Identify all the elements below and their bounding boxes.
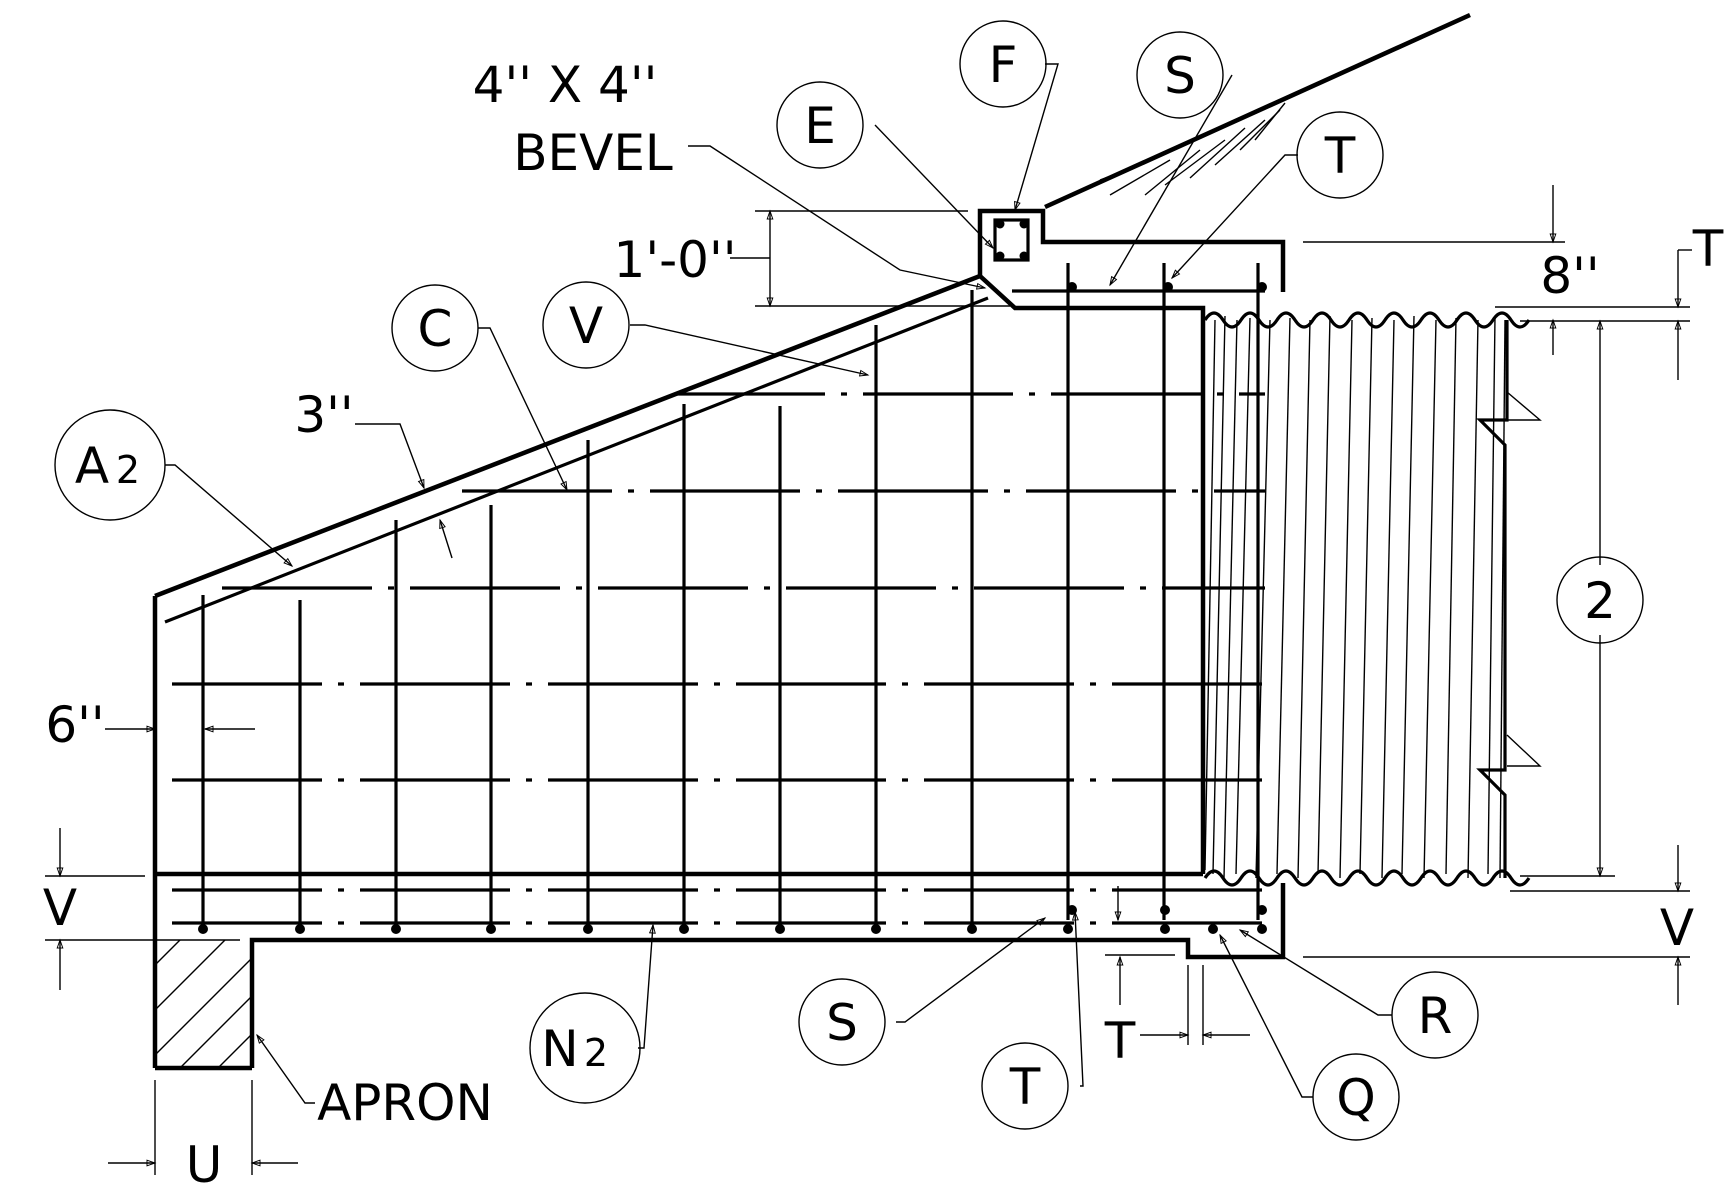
apron-label: APRON [317, 1074, 493, 1132]
corrugated-pipe [1203, 311, 1542, 887]
callout-r: R [1418, 987, 1453, 1045]
headwall-outline [152, 208, 1286, 1071]
callout-pipe-diameter: 2 [1584, 572, 1616, 630]
horizontal-rebars [172, 289, 1265, 925]
six-inch-dimension: 6'' [45, 696, 104, 754]
callout-v-top: V [569, 297, 603, 355]
t-lower-dimension: T [1104, 1012, 1136, 1070]
callout-circles [54, 20, 1644, 1141]
three-inch-dimension: 3'' [294, 386, 353, 444]
v-left-dimension: V [43, 879, 77, 937]
apron-hatch [154, 939, 253, 1069]
callout-f: F [989, 36, 1018, 94]
callout-t-bottom: T [1009, 1058, 1041, 1116]
callout-q: Q [1336, 1069, 1375, 1127]
one-foot-dimension: 1'-0'' [614, 231, 737, 289]
bevel-size-label: 4'' X 4'' [473, 56, 658, 114]
callout-t-top: T [1324, 127, 1356, 185]
callout-n-subscript: 2 [584, 1031, 608, 1075]
curb-stirrup [993, 218, 1030, 262]
callout-a: A [75, 437, 109, 495]
rebar-dots [198, 219, 1267, 934]
bevel-label: BEVEL [513, 124, 673, 182]
leader-lines [165, 63, 1392, 1104]
callout-e: E [804, 97, 836, 155]
eight-inch-dimension: 8'' [1540, 247, 1599, 305]
cover-line [164, 296, 989, 624]
embankment-slope [1044, 12, 1471, 210]
v-right-dimension: V [1660, 899, 1694, 957]
callout-n: N [541, 1020, 578, 1078]
callout-s-bottom: S [826, 994, 858, 1052]
dimension-lines [45, 185, 1692, 1175]
callout-c: C [418, 300, 453, 358]
callout-a-subscript: 2 [116, 448, 140, 492]
vertical-rebars [201, 263, 1260, 930]
u-dimension: U [186, 1136, 223, 1192]
t-right-dimension: T [1692, 220, 1724, 278]
callout-s-top: S [1164, 47, 1196, 105]
